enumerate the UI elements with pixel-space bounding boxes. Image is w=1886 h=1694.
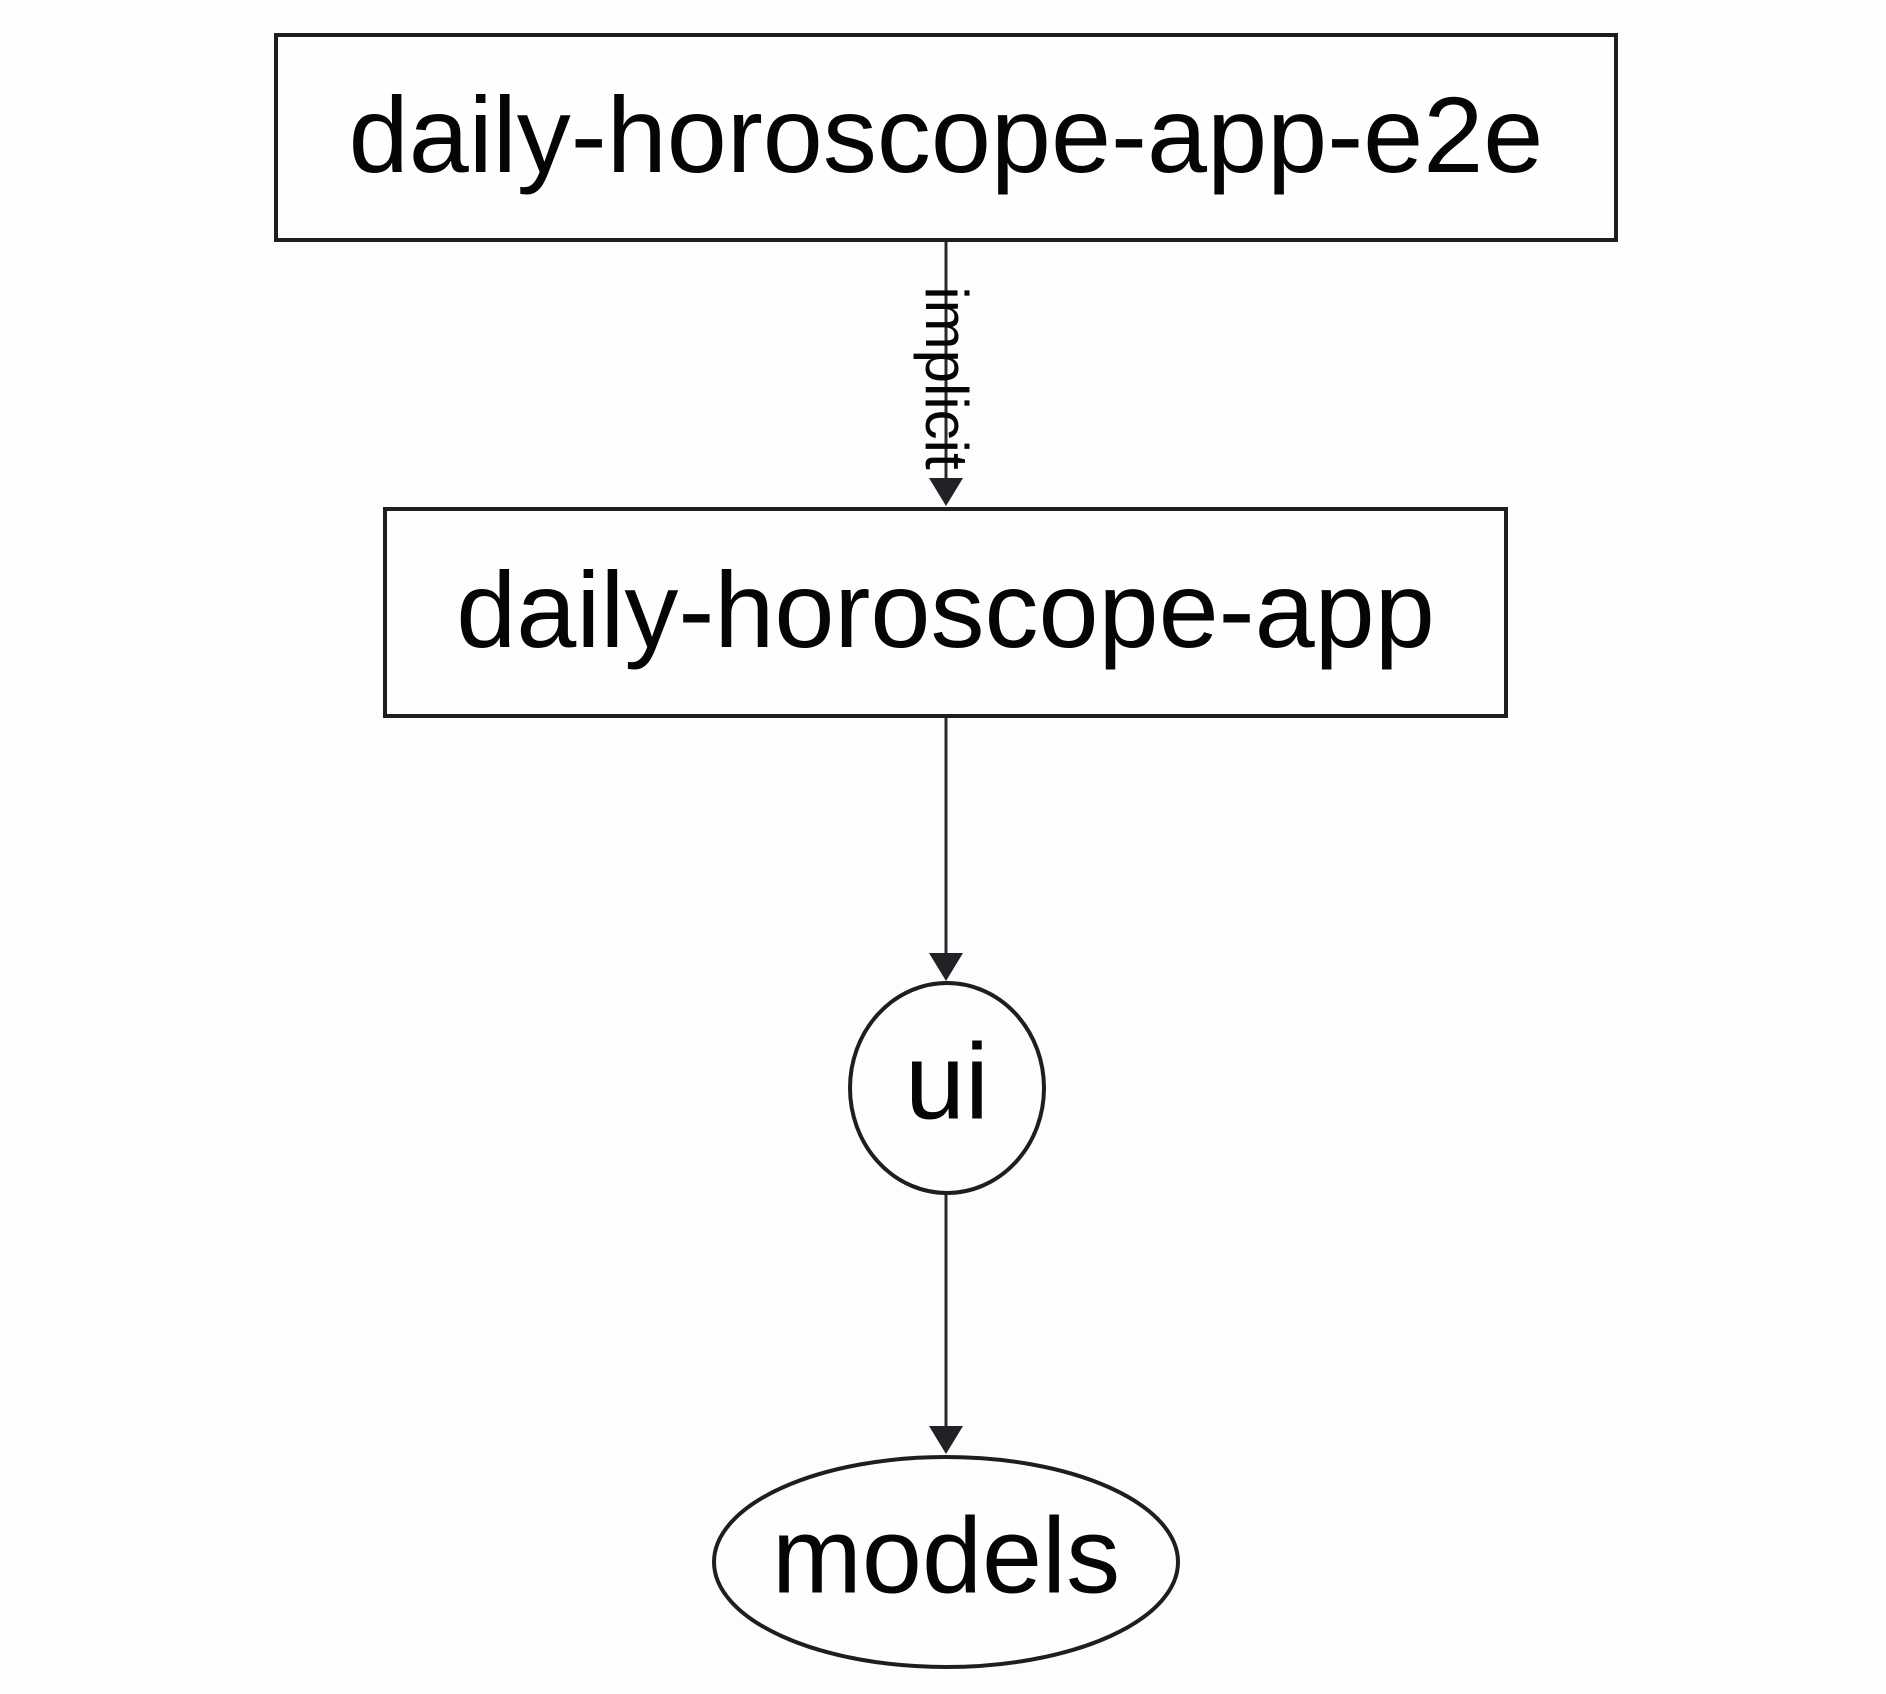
node-label: daily-horoscope-app [456, 548, 1435, 670]
node-label: daily-horoscope-app-e2e [348, 73, 1544, 195]
edge-label-implicit: implicit [913, 286, 980, 470]
node-ui-label: ui [904, 1020, 990, 1142]
node-daily-horoscope-app[interactable]: daily-horoscope-app [383, 507, 1508, 718]
node-models-label: models [771, 1494, 1121, 1616]
edge-arrowhead [929, 953, 963, 981]
edge-arrowhead [929, 1426, 963, 1454]
edge-arrowhead [929, 478, 963, 506]
node-daily-horoscope-app-e2e[interactable]: daily-horoscope-app-e2e [274, 33, 1618, 242]
edge-ui-to-models [929, 1193, 963, 1454]
node-ui[interactable] [848, 981, 1046, 1195]
edge-e2e-to-app [929, 242, 963, 506]
edge-app-to-ui [929, 718, 963, 981]
node-models[interactable] [712, 1455, 1180, 1669]
